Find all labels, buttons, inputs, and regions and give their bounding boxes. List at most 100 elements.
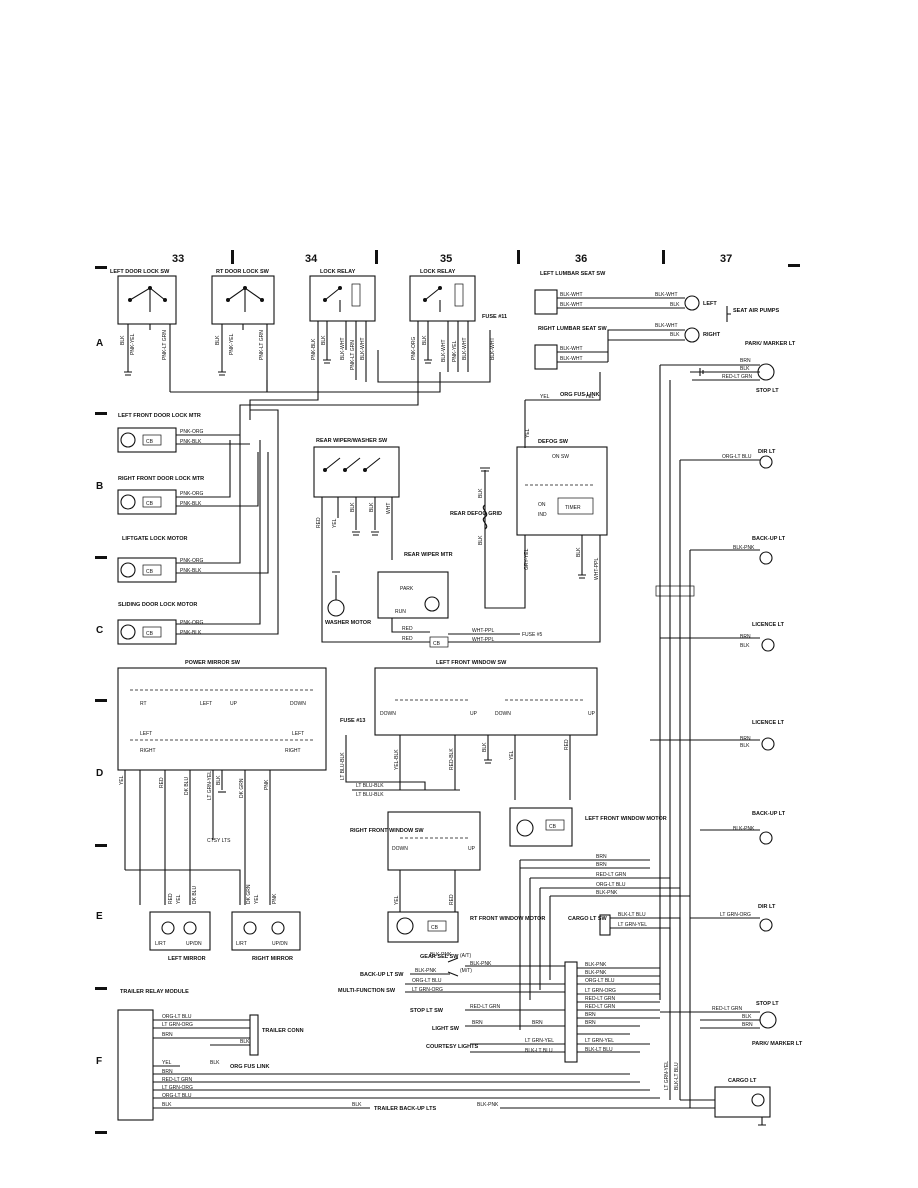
svg-text:PNK-BLK: PNK-BLK bbox=[180, 439, 202, 445]
svg-text:BLK-PNK: BLK-PNK bbox=[585, 962, 607, 968]
svg-text:CB: CB bbox=[549, 824, 557, 830]
svg-text:PNK-YEL: PNK-YEL bbox=[130, 333, 136, 355]
svg-text:BACK-UP LT: BACK-UP LT bbox=[752, 536, 786, 542]
svg-text:CTSY LTS: CTSY LTS bbox=[207, 838, 231, 844]
svg-text:BRN: BRN bbox=[596, 854, 607, 860]
lock-relay-1: LOCK RELAY PNK-BLK BLK BLK-WHT PNK-LT GR… bbox=[309, 269, 376, 392]
svg-text:RT DOOR LOCK SW: RT DOOR LOCK SW bbox=[216, 269, 270, 275]
svg-text:DK BLU: DK BLU bbox=[192, 886, 198, 904]
svg-text:BLK: BLK bbox=[352, 1102, 362, 1108]
seat-air-pumps: BLK-WHT BLK BLK-WHT BLK LEFT RIGHT SEAT … bbox=[607, 292, 779, 362]
svg-text:LT BLU-BLK: LT BLU-BLK bbox=[340, 752, 346, 780]
svg-text:BLK: BLK bbox=[422, 335, 428, 345]
svg-text:BLK: BLK bbox=[478, 488, 484, 498]
svg-text:DK BLU: DK BLU bbox=[184, 777, 190, 795]
svg-text:BLK-PNK: BLK-PNK bbox=[477, 1102, 499, 1108]
lock-relay-2: LOCK RELAY PNK-ORG BLK BLK-WHT PNK-YEL B… bbox=[409, 269, 476, 382]
door-lock-motors: LEFT FRONT DOOR LOCK MTR CB PNK-ORG PNK-… bbox=[117, 409, 279, 645]
svg-text:BLK-PNK: BLK-PNK bbox=[733, 826, 755, 832]
svg-text:ORG FUS LINK: ORG FUS LINK bbox=[230, 1064, 269, 1070]
svg-text:BLK-PNK: BLK-PNK bbox=[415, 968, 437, 974]
svg-text:RUN: RUN bbox=[395, 609, 406, 615]
row-f: F bbox=[96, 1056, 102, 1067]
row-e: E bbox=[96, 911, 103, 922]
svg-text:LICENCE LT: LICENCE LT bbox=[752, 720, 785, 726]
connector-block: BLK-PNK BLK-PNK ORG-LT BLU LT GRN-ORG RE… bbox=[564, 961, 660, 1063]
svg-text:L/RT: L/RT bbox=[236, 941, 247, 947]
svg-text:BLK: BLK bbox=[740, 366, 750, 372]
mirrors: L/RT UP/DN LEFT MIRROR RED YEL DK BLU L/… bbox=[125, 869, 301, 962]
svg-text:YEL: YEL bbox=[394, 895, 400, 905]
svg-text:LEFT: LEFT bbox=[140, 731, 152, 737]
svg-text:BLK-WHT: BLK-WHT bbox=[655, 292, 678, 298]
svg-text:BRN: BRN bbox=[585, 1020, 596, 1026]
svg-text:LOCK RELAY: LOCK RELAY bbox=[320, 269, 356, 275]
svg-text:FUSE #5: FUSE #5 bbox=[522, 632, 543, 638]
svg-text:BLK-LT BLU: BLK-LT BLU bbox=[618, 912, 646, 918]
svg-text:DOWN: DOWN bbox=[495, 711, 511, 717]
svg-text:PNK-ORG: PNK-ORG bbox=[180, 558, 203, 564]
svg-text:RED: RED bbox=[168, 893, 174, 904]
svg-text:RED-LT GRN: RED-LT GRN bbox=[712, 1006, 742, 1012]
svg-text:RIGHT FRONT DOOR LOCK MTR: RIGHT FRONT DOOR LOCK MTR bbox=[118, 476, 204, 482]
svg-text:BLK: BLK bbox=[740, 743, 750, 749]
svg-text:BLK: BLK bbox=[350, 502, 356, 512]
row-a: A bbox=[96, 338, 103, 349]
lumbar-seat-switches: LEFT LUMBAR SEAT SW BLK-WHT BLK-WHT RIGH… bbox=[534, 271, 620, 370]
rear-wiper-washer-sw: REAR WIPER/WASHER SW RED YEL BLK BLK WHT… bbox=[313, 438, 453, 643]
park-marker-lt-top: PARK/ MARKER LT BRN BLK RED-LT GRN STOP … bbox=[660, 341, 796, 394]
svg-text:DOWN: DOWN bbox=[380, 711, 396, 717]
svg-text:BLK: BLK bbox=[742, 1014, 752, 1020]
svg-text:TRAILER BACK-UP LTS: TRAILER BACK-UP LTS bbox=[374, 1106, 436, 1112]
svg-text:YEL-BLK: YEL-BLK bbox=[394, 749, 400, 770]
svg-text:RIGHT MIRROR: RIGHT MIRROR bbox=[252, 956, 293, 962]
svg-text:RED-LT GRN: RED-LT GRN bbox=[585, 1004, 615, 1010]
svg-text:PNK-ORG: PNK-ORG bbox=[180, 429, 203, 435]
svg-text:RED: RED bbox=[402, 626, 413, 632]
rt-door-lock-switch: RT DOOR LOCK SW BLK PNK-YEL PNK-LT GRN bbox=[211, 269, 275, 392]
svg-text:STOP LT: STOP LT bbox=[756, 388, 779, 394]
svg-text:RED-LT GRN: RED-LT GRN bbox=[470, 1004, 500, 1010]
svg-text:BLK-PNK: BLK-PNK bbox=[430, 952, 452, 958]
svg-text:RIGHT: RIGHT bbox=[140, 748, 156, 754]
svg-text:BRN: BRN bbox=[532, 1020, 543, 1026]
svg-text:YEL: YEL bbox=[176, 894, 182, 904]
column-33: 33 bbox=[172, 253, 184, 265]
defog-circuit: CB WHT-PPL WHT-PPL FUSE #5 DEFOG SW ON S… bbox=[429, 439, 608, 648]
svg-text:DK GRN: DK GRN bbox=[239, 778, 245, 798]
svg-text:PNK-YEL: PNK-YEL bbox=[452, 340, 458, 362]
svg-text:WHT-PPL: WHT-PPL bbox=[472, 637, 494, 643]
svg-text:LT GRN-ORG: LT GRN-ORG bbox=[720, 912, 751, 918]
svg-text:DOWN: DOWN bbox=[290, 701, 306, 707]
trailer-relay-module: TRAILER RELAY MODULE ORG-LT BLU LT GRN-O… bbox=[117, 930, 691, 1121]
svg-text:ORG-LT BLU: ORG-LT BLU bbox=[585, 978, 615, 984]
org-fus-link: YEL ORG FUS LINK YEL YEL bbox=[524, 372, 601, 448]
svg-text:WHT: WHT bbox=[386, 503, 392, 514]
svg-text:BLK-WHT: BLK-WHT bbox=[560, 356, 583, 362]
svg-text:YEL: YEL bbox=[332, 518, 338, 528]
svg-text:DIR LT: DIR LT bbox=[758, 904, 776, 910]
svg-text:(A/T): (A/T) bbox=[460, 953, 471, 959]
stop-park-lt-bottom: STOP LT RED-LT GRN BLK BRN PARK/ MARKER … bbox=[660, 1001, 803, 1047]
svg-text:BLK: BLK bbox=[162, 1102, 172, 1108]
svg-text:YEL: YEL bbox=[119, 775, 125, 785]
svg-text:BLK-PNK: BLK-PNK bbox=[596, 890, 618, 896]
svg-text:PNK: PNK bbox=[264, 779, 270, 790]
svg-text:RT FRONT WINDOW MOTOR: RT FRONT WINDOW MOTOR bbox=[470, 916, 545, 922]
svg-text:GEAR SEL SW: GEAR SEL SW bbox=[420, 954, 459, 960]
svg-text:BLK: BLK bbox=[369, 502, 375, 512]
svg-text:WHT-PPL: WHT-PPL bbox=[472, 628, 494, 634]
svg-text:BRN: BRN bbox=[740, 358, 751, 364]
svg-text:BRN: BRN bbox=[740, 634, 751, 640]
row-b: B bbox=[96, 481, 103, 492]
column-headers: 33 34 35 36 37 bbox=[172, 250, 732, 265]
svg-text:LIFTGATE LOCK MOTOR: LIFTGATE LOCK MOTOR bbox=[122, 536, 188, 542]
svg-text:PNK-YEL: PNK-YEL bbox=[229, 333, 235, 355]
svg-text:PARK/ MARKER LT: PARK/ MARKER LT bbox=[745, 341, 796, 347]
svg-text:BLK-WHT: BLK-WHT bbox=[340, 338, 346, 361]
svg-text:BLK: BLK bbox=[670, 302, 680, 308]
column-37: 37 bbox=[720, 253, 732, 265]
power-mirror-sw: POWER MIRROR SW RT LEFT UP DOWN LEFT LEF… bbox=[117, 660, 327, 905]
svg-text:LEFT FRONT DOOR LOCK MTR: LEFT FRONT DOOR LOCK MTR bbox=[118, 413, 201, 419]
left-front-window-sw: LEFT FRONT WINDOW SW DOWN UP DOWN UP YEL… bbox=[374, 660, 598, 800]
